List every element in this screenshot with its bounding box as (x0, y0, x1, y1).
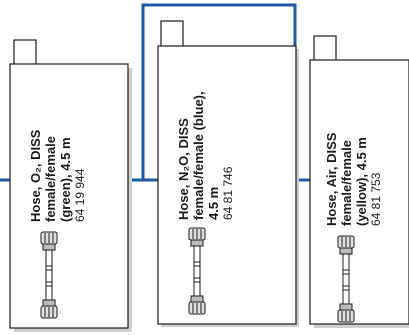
product-name-line: female/female (blue), (191, 91, 206, 220)
product-code: 64 81 746 (221, 166, 235, 220)
product-code: 64 81 753 (369, 172, 383, 226)
card-tab (160, 20, 184, 48)
product-card-2 (157, 20, 299, 327)
product-label-2: Hose, N₂O, DISS female/female (blue), 4.… (176, 91, 235, 220)
product-label-3: Hose, Air, DISS female/female (yellow), … (324, 133, 383, 226)
product-name-line: female/female (43, 136, 58, 222)
product-code: 64 19 944 (73, 168, 87, 222)
card-tab (313, 35, 337, 63)
product-card-3 (309, 35, 409, 328)
product-label-1: Hose, O₂, DISS female/female (green), 4.… (28, 130, 87, 222)
card-body (9, 63, 129, 329)
product-card-1 (9, 39, 132, 332)
card-body (157, 45, 297, 325)
card-tab (13, 39, 37, 67)
product-name-line: (green), 4.5 m (58, 137, 73, 222)
product-name-line: 4.5 m (206, 186, 221, 220)
product-name-line: Hose, N₂O, DISS (176, 118, 191, 220)
product-name-line: Hose, O₂, DISS (28, 129, 43, 222)
card-body (309, 59, 409, 325)
product-name-line: female/female (339, 140, 354, 226)
product-name-line: (yellow), 4.5 m (354, 137, 369, 226)
product-name-line: Hose, Air, DISS (324, 132, 339, 226)
